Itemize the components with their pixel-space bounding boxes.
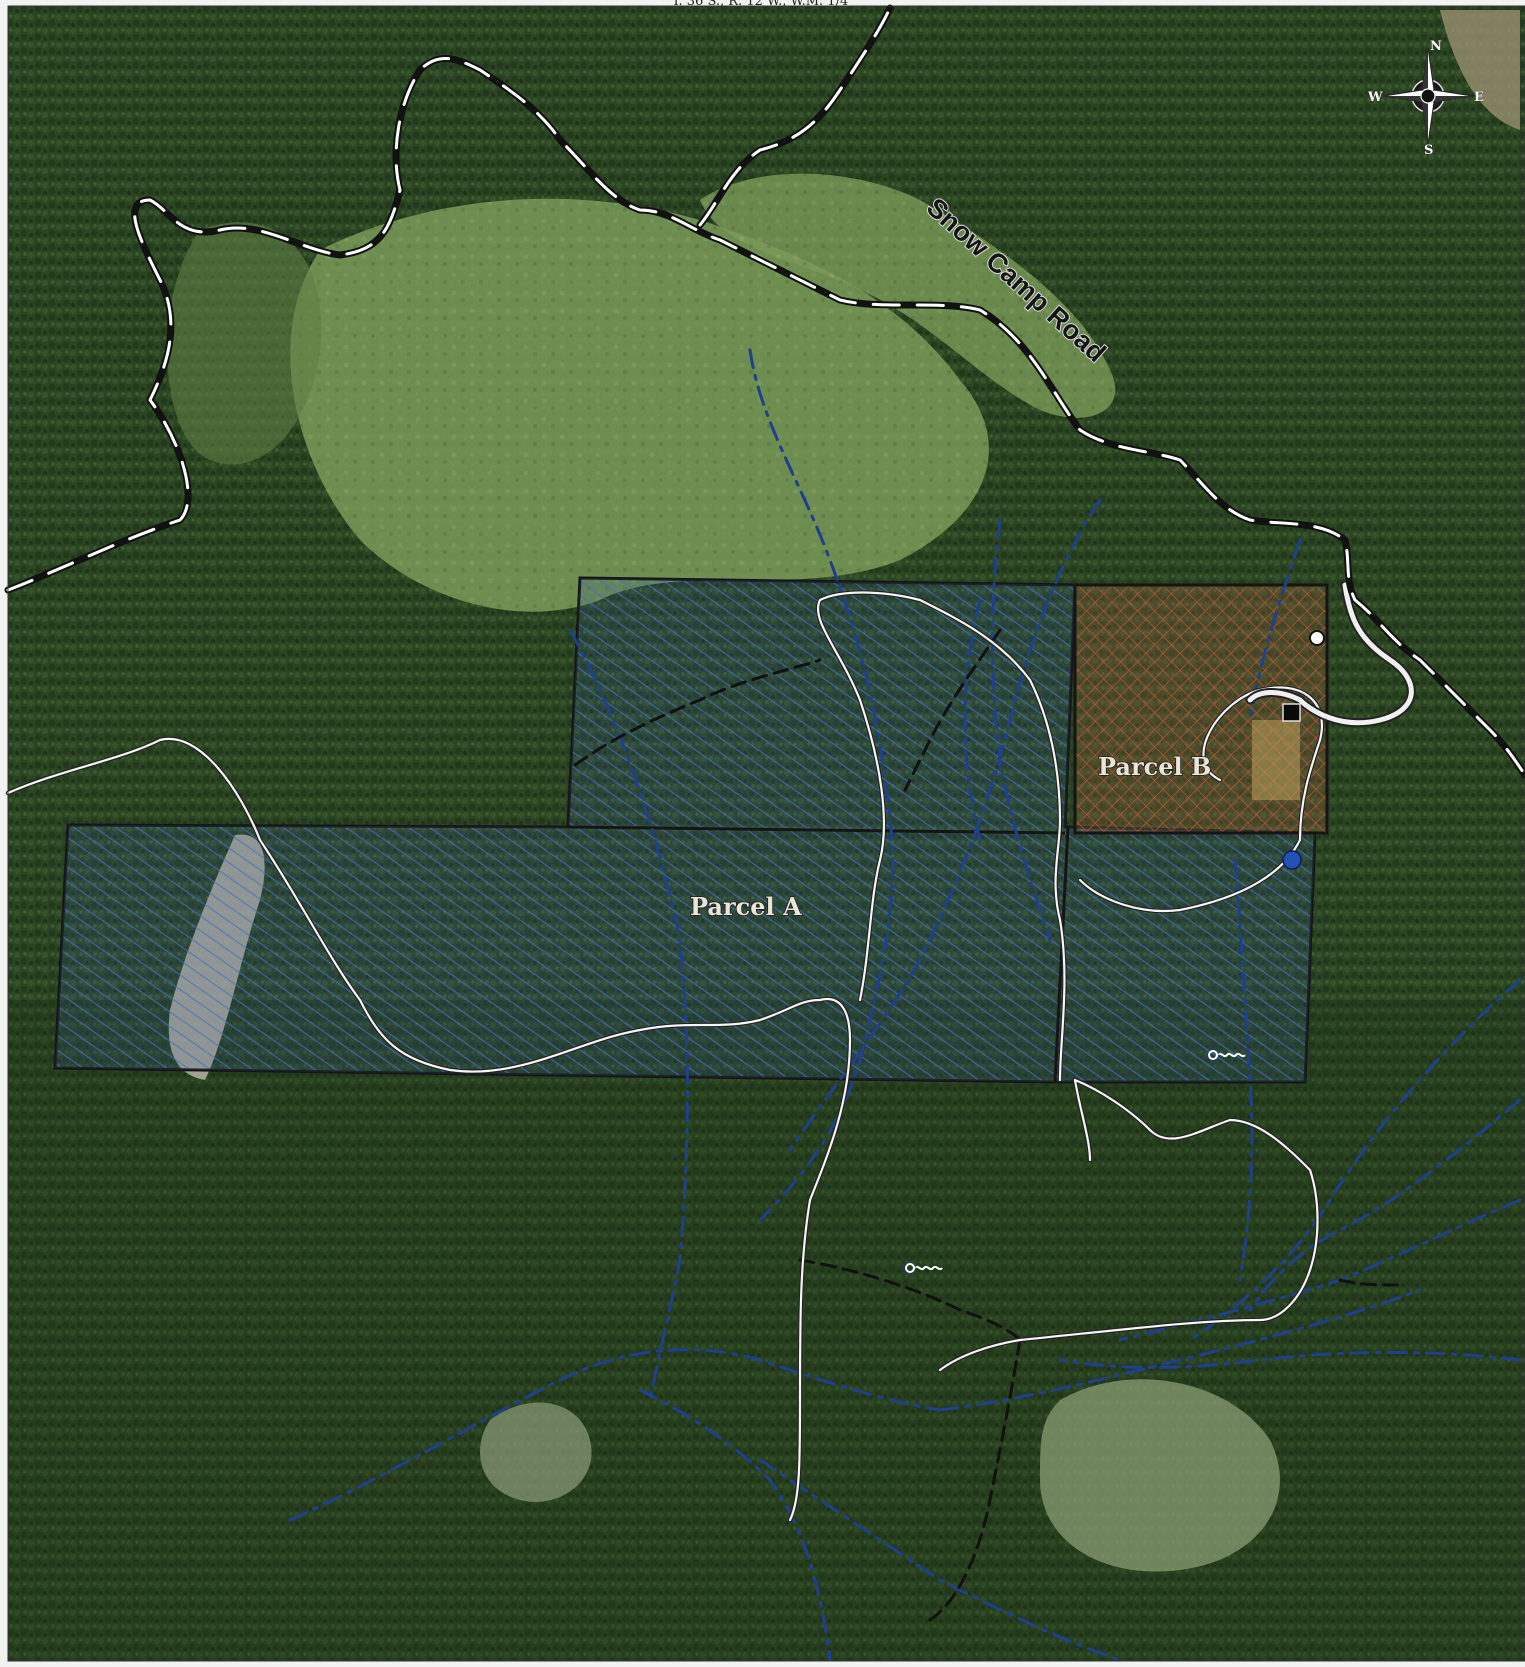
stream-5 <box>1233 858 1254 1282</box>
stream-1 <box>748 348 895 1222</box>
meadow-north <box>700 173 1116 418</box>
stream-14 <box>991 518 1052 942</box>
header-cropped-text: T. 36 S., R. 12 W., W.M. 1/4 <box>672 0 848 9</box>
forest-shade-lower <box>8 1000 1525 1661</box>
parcel-a-internal-line-2 <box>567 825 1066 835</box>
parcel-a-boundary[interactable] <box>53 576 1317 1084</box>
road-dash-line <box>6 56 1525 777</box>
spring-icon[interactable] <box>1206 1048 1246 1062</box>
parcel-b-label: Parcel B <box>1098 752 1211 781</box>
compass-s: S <box>1424 143 1433 158</box>
trail-black-5 <box>1338 1278 1402 1287</box>
trails-black <box>573 628 1402 1622</box>
stream-8 <box>1058 1351 1522 1369</box>
road-branch-north-dash <box>698 6 892 227</box>
meadow-upper <box>290 198 989 612</box>
clearing-top-right <box>1440 10 1520 130</box>
stream-3 <box>788 498 1102 1152</box>
map-frame <box>7 5 1525 1662</box>
trail-black-2 <box>903 628 1002 792</box>
header-strip: T. 36 S., R. 12 W., W.M. 1/4 <box>0 0 1525 9</box>
driveway <box>1245 580 1416 728</box>
compass-w: W <box>1367 90 1383 105</box>
meadow-left <box>167 222 322 465</box>
snow-camp-road[interactable] <box>4 4 1525 779</box>
stream-15 <box>1248 1098 1522 1312</box>
blue-dot-icon[interactable] <box>1282 850 1302 870</box>
trail-black-3 <box>798 1258 1022 1342</box>
spring-icon[interactable] <box>903 1261 943 1275</box>
clearing-south-center <box>480 1402 592 1502</box>
parcel-a-label: Parcel A <box>690 892 802 921</box>
tracks-white <box>5 590 1325 1523</box>
compass-rose-icon: N S W E <box>1367 39 1485 159</box>
pasture-plot <box>1252 720 1300 800</box>
parcel-b-boundary[interactable] <box>1073 583 1329 835</box>
parcel-a-tint <box>55 578 1315 1082</box>
stream-11 <box>758 1458 1122 1662</box>
black-square-icon[interactable] <box>1282 703 1301 722</box>
stream-10 <box>938 1288 1422 1412</box>
trail-black-4 <box>928 1338 1022 1622</box>
parcel-a[interactable] <box>53 576 1317 1084</box>
clearing-south-right <box>1040 1379 1280 1572</box>
stream-6 <box>1188 978 1522 1342</box>
compass-n: N <box>1430 39 1442 54</box>
compass-e: E <box>1474 90 1484 105</box>
stream-12 <box>638 1388 832 1662</box>
white-circle-icon[interactable] <box>1309 630 1325 646</box>
trail-black-1 <box>573 658 822 767</box>
stream-2 <box>568 628 689 1402</box>
